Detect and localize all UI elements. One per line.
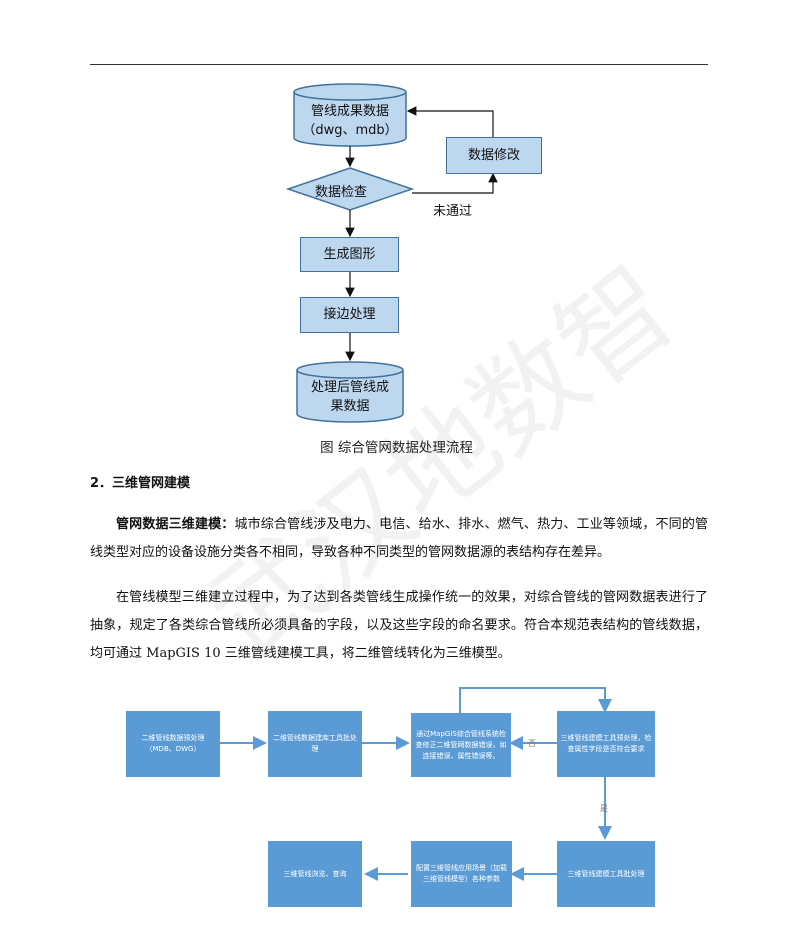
source-data-cylinder	[293, 83, 407, 147]
result-data-cylinder	[296, 361, 404, 423]
no-label: 否	[528, 739, 536, 748]
source-data-label: 管线成果数据 （dwg、mdb）	[294, 100, 406, 142]
check-label: 数据检查	[315, 185, 368, 200]
paragraph-2: 在管线模型三维建立过程中，为了达到各类管线生成操作统一的效果，对综合管线的管网数…	[90, 584, 708, 668]
yes-label: 是	[600, 804, 608, 813]
figure-caption: 图 综合管网数据处理流程	[320, 440, 473, 456]
arrow-check-to-modify	[412, 172, 498, 194]
flowchart-1	[285, 83, 498, 423]
modify-box: 数据修改	[446, 137, 542, 174]
generate-box: 生成图形	[300, 237, 399, 272]
step-config-scene: 配置三维管线应用场景（加载三维管线模型）各种参数	[411, 841, 512, 907]
step-3d-batch: 三维管线建模工具批处理	[557, 841, 655, 907]
result-data-label: 处理后管线成 果数据	[297, 377, 403, 417]
step-browse-query: 三维管线浏览、查询	[268, 841, 362, 907]
paragraph-1: 管网数据三维建模：城市综合管线涉及电力、电信、给水、排水、燃气、热力、工业等领域…	[90, 511, 708, 567]
arrow-modify-to-source	[406, 106, 494, 137]
step-batch-build-db: 二维管线数据建库工具批处理	[268, 711, 362, 777]
result-data-line2: 果数据	[330, 399, 370, 414]
result-data-line1: 处理后管线成	[310, 380, 389, 395]
paragraph-2-text: 在管线模型三维建立过程中，为了达到各类管线生成操作统一的效果，对综合管线的管网数…	[90, 590, 708, 661]
header-rule	[90, 64, 708, 65]
source-data-line1: 管线成果数据	[310, 104, 389, 119]
source-data-line2: （dwg、mdb）	[302, 123, 398, 138]
arrow-b3-b4-loop	[459, 687, 612, 713]
step-mapgis-check: 通过MapGIS综合管线系统检查修正二维管网数据错误，如连接错误、属性错误等。	[411, 713, 511, 777]
flowchart-2	[220, 687, 612, 881]
section-heading: 2．三维管网建模	[90, 476, 191, 491]
step-preprocess-2d: 二维管线数据预处理（MDB、DWG）	[126, 711, 220, 777]
step-3d-preprocess: 三维管线建模工具预处理，检查属性字段是否符合要求	[557, 711, 655, 777]
paragraph-1-bold: 管网数据三维建模：	[116, 517, 235, 532]
paragraph-1-text: 城市综合管线涉及电力、电信、给水、排水、燃气、热力、工业等领域，不同的管线类型对…	[90, 517, 708, 560]
fail-label: 未通过	[433, 204, 473, 219]
edge-box: 接边处理	[300, 297, 399, 333]
